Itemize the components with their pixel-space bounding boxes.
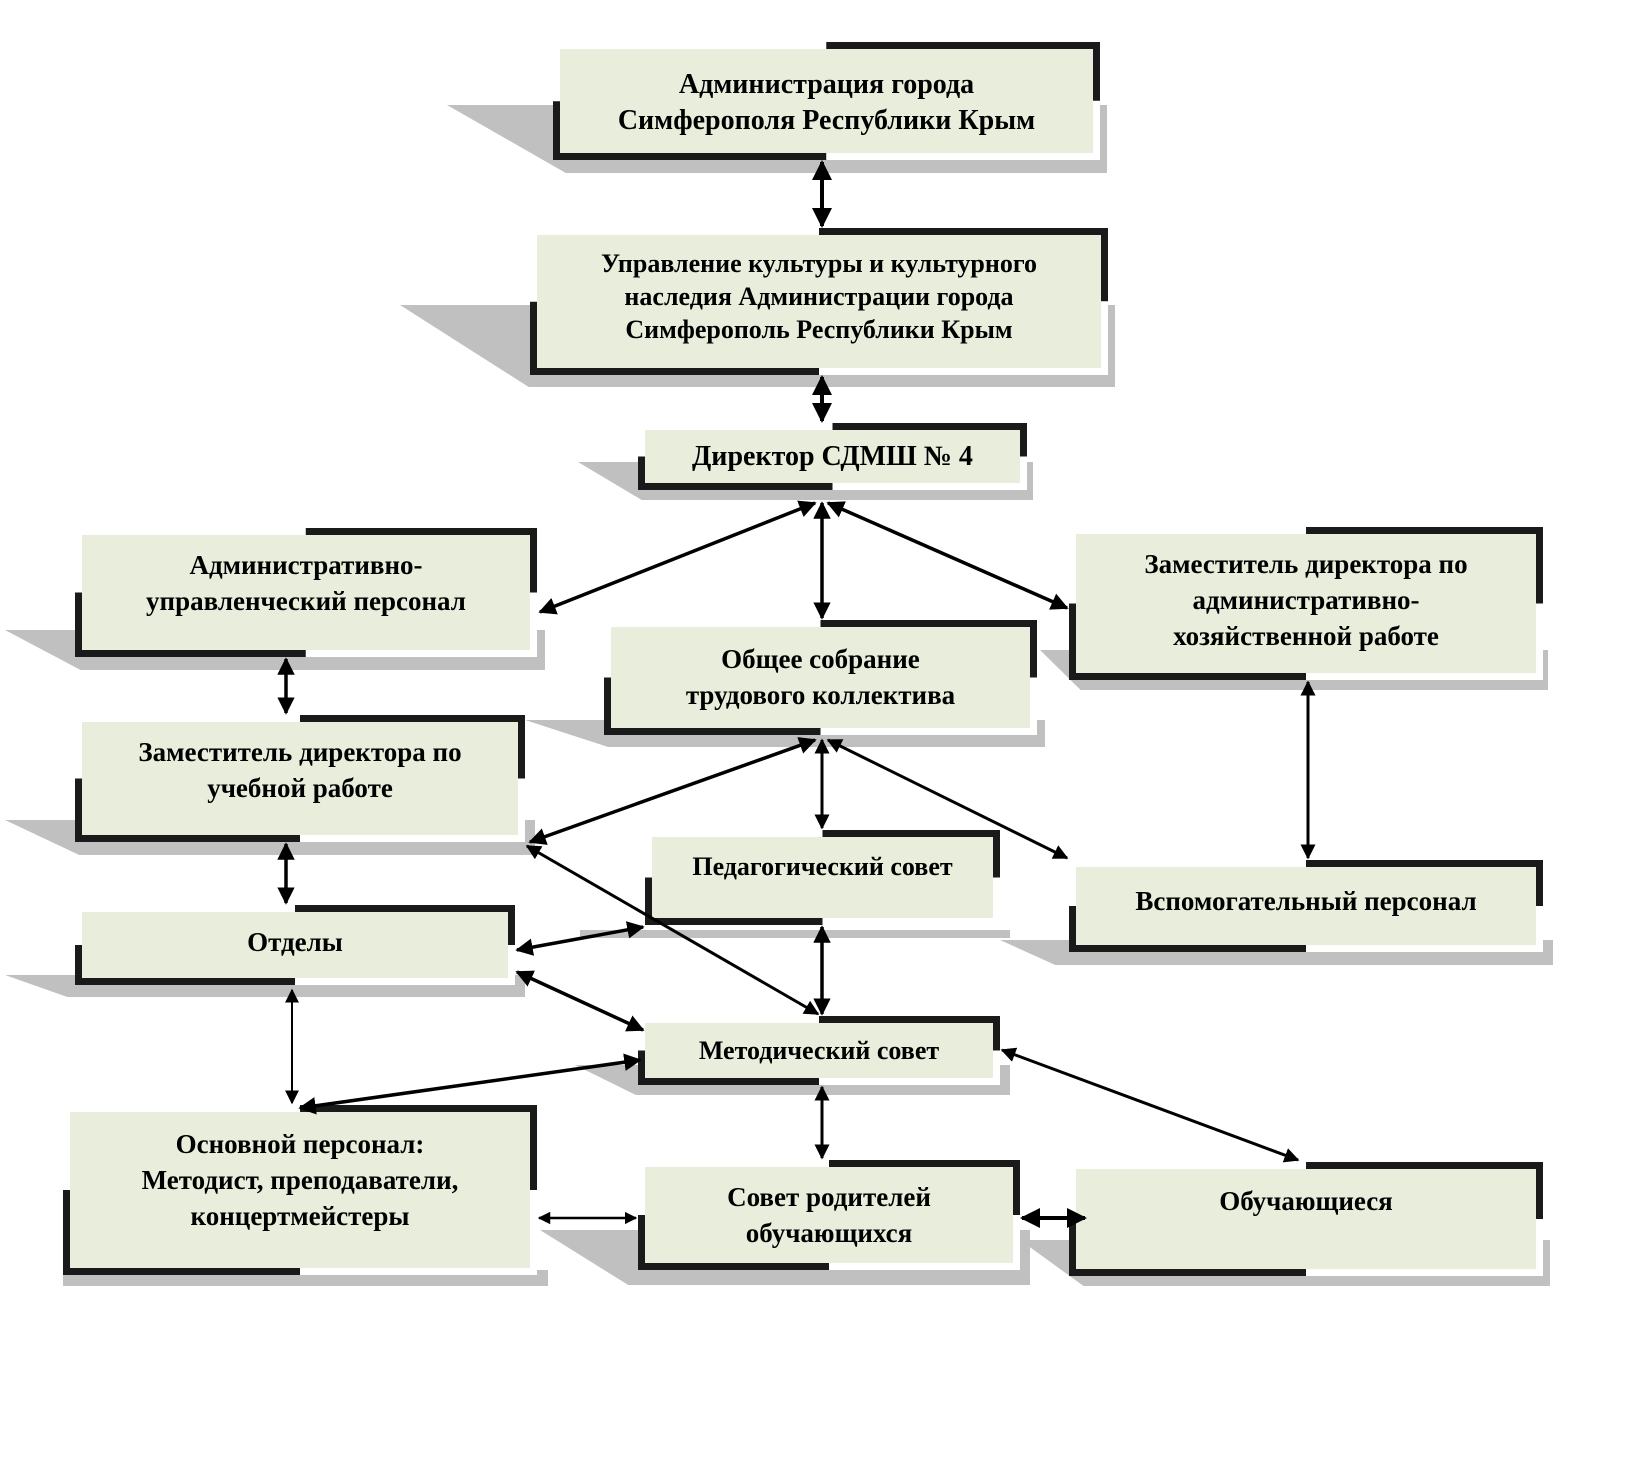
node-label: Методический совет [698, 1036, 940, 1065]
box-shadow [580, 930, 1010, 938]
node-admin-staff: Административно- управленческий персонал [75, 528, 537, 657]
node-culture-department: Управление культуры и культурного наслед… [530, 228, 1108, 375]
node-parents-council: Совет родителей обучающихся [638, 1160, 1020, 1270]
node-label: Вспомогательный персонал [1135, 886, 1477, 916]
node-label: Совет родителей обучающихся [727, 1182, 931, 1248]
node-label: Административно- управленческий персонал [146, 550, 466, 616]
node-label: Основной персонал: Методист, преподавате… [141, 1129, 459, 1231]
node-label: Заместитель директора по административно… [1144, 549, 1468, 651]
connector-director-admin_staff [538, 500, 817, 615]
node-methodical-council: Методический совет [638, 1016, 1000, 1085]
connector-method_council-students [1000, 1047, 1300, 1163]
node-general-meeting: Общее собрание трудового коллектива [604, 620, 1037, 735]
node-deputy-education: Заместитель директора по учебной работе [75, 715, 525, 842]
node-departments: Отделы [75, 905, 515, 985]
node-director: Директор СДМШ № 4 [638, 423, 1027, 490]
connector-director-deputy_ahr [826, 501, 1069, 610]
node-pedagogical-council: Педагогический совет [645, 830, 1000, 925]
node-deputy-ahr: Заместитель директора по административно… [1069, 527, 1543, 680]
node-label: Управление культуры и культурного наслед… [600, 249, 1038, 344]
node-label: Директор СДМШ № 4 [692, 441, 973, 472]
node-students: Обучающиеся [1069, 1162, 1543, 1276]
node-label: Общее собрание трудового коллектива [685, 644, 956, 710]
connector-departments-method_council [515, 970, 645, 1032]
node-label: Обучающиеся [1219, 1186, 1393, 1216]
node-label: Администрация города Симферополя Республ… [617, 69, 1036, 136]
node-label: Заместитель директора по учебной работе [138, 737, 462, 803]
node-label: Педагогический совет [692, 852, 953, 881]
node-city-administration: Администрация города Симферополя Республ… [553, 42, 1100, 160]
connector-general_meeting-deputy_edu [528, 737, 817, 845]
node-label: Отделы [247, 927, 343, 957]
node-support-staff: Вспомогательный персонал [1069, 860, 1543, 952]
node-main-staff: Основной персонал: Методист, преподавате… [63, 1105, 537, 1275]
